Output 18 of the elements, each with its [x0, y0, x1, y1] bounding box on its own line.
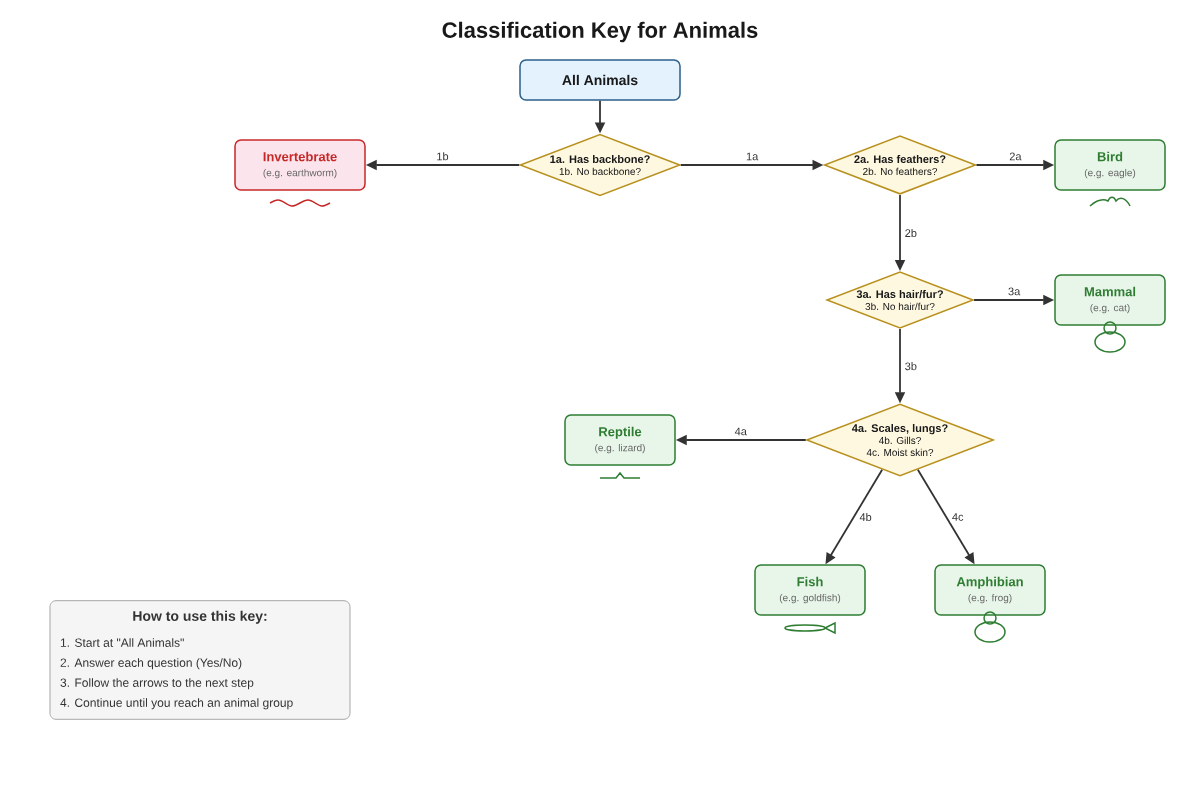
edge-label: 4b [858, 511, 874, 523]
group-box: Fish (e.g. goldfish) [754, 564, 866, 616]
edge-label: 2a [1007, 151, 1023, 162]
edge-label: 4a [733, 426, 749, 437]
group-box: Bird (e.g. eagle) [1054, 139, 1166, 191]
title: Classification Key for Animals [442, 21, 758, 43]
group-box: Mammal (e.g. cat) [1054, 274, 1166, 326]
group-box: Amphibian (e.g. frog) [934, 564, 1046, 616]
edge-label: 3a [1006, 286, 1022, 297]
edge-label: 3b [903, 360, 919, 372]
edge-label: 4c [950, 511, 966, 523]
start-box: All Animals [519, 59, 681, 101]
instructions-box: How to use this key: 1. Start at "All Animals" 2. Answer each question (Yes/No) 3. Follow the arrows to the next step 4. Continue until you reach an animal group [49, 600, 351, 720]
edge-label: 1b [434, 150, 451, 162]
group-box: Reptile (e.g. lizard) [564, 414, 676, 466]
edge-label: 2b [903, 227, 919, 239]
edge-label: 1a [744, 151, 760, 162]
group-box: Invertebrate (e.g. earthworm) [234, 139, 366, 191]
